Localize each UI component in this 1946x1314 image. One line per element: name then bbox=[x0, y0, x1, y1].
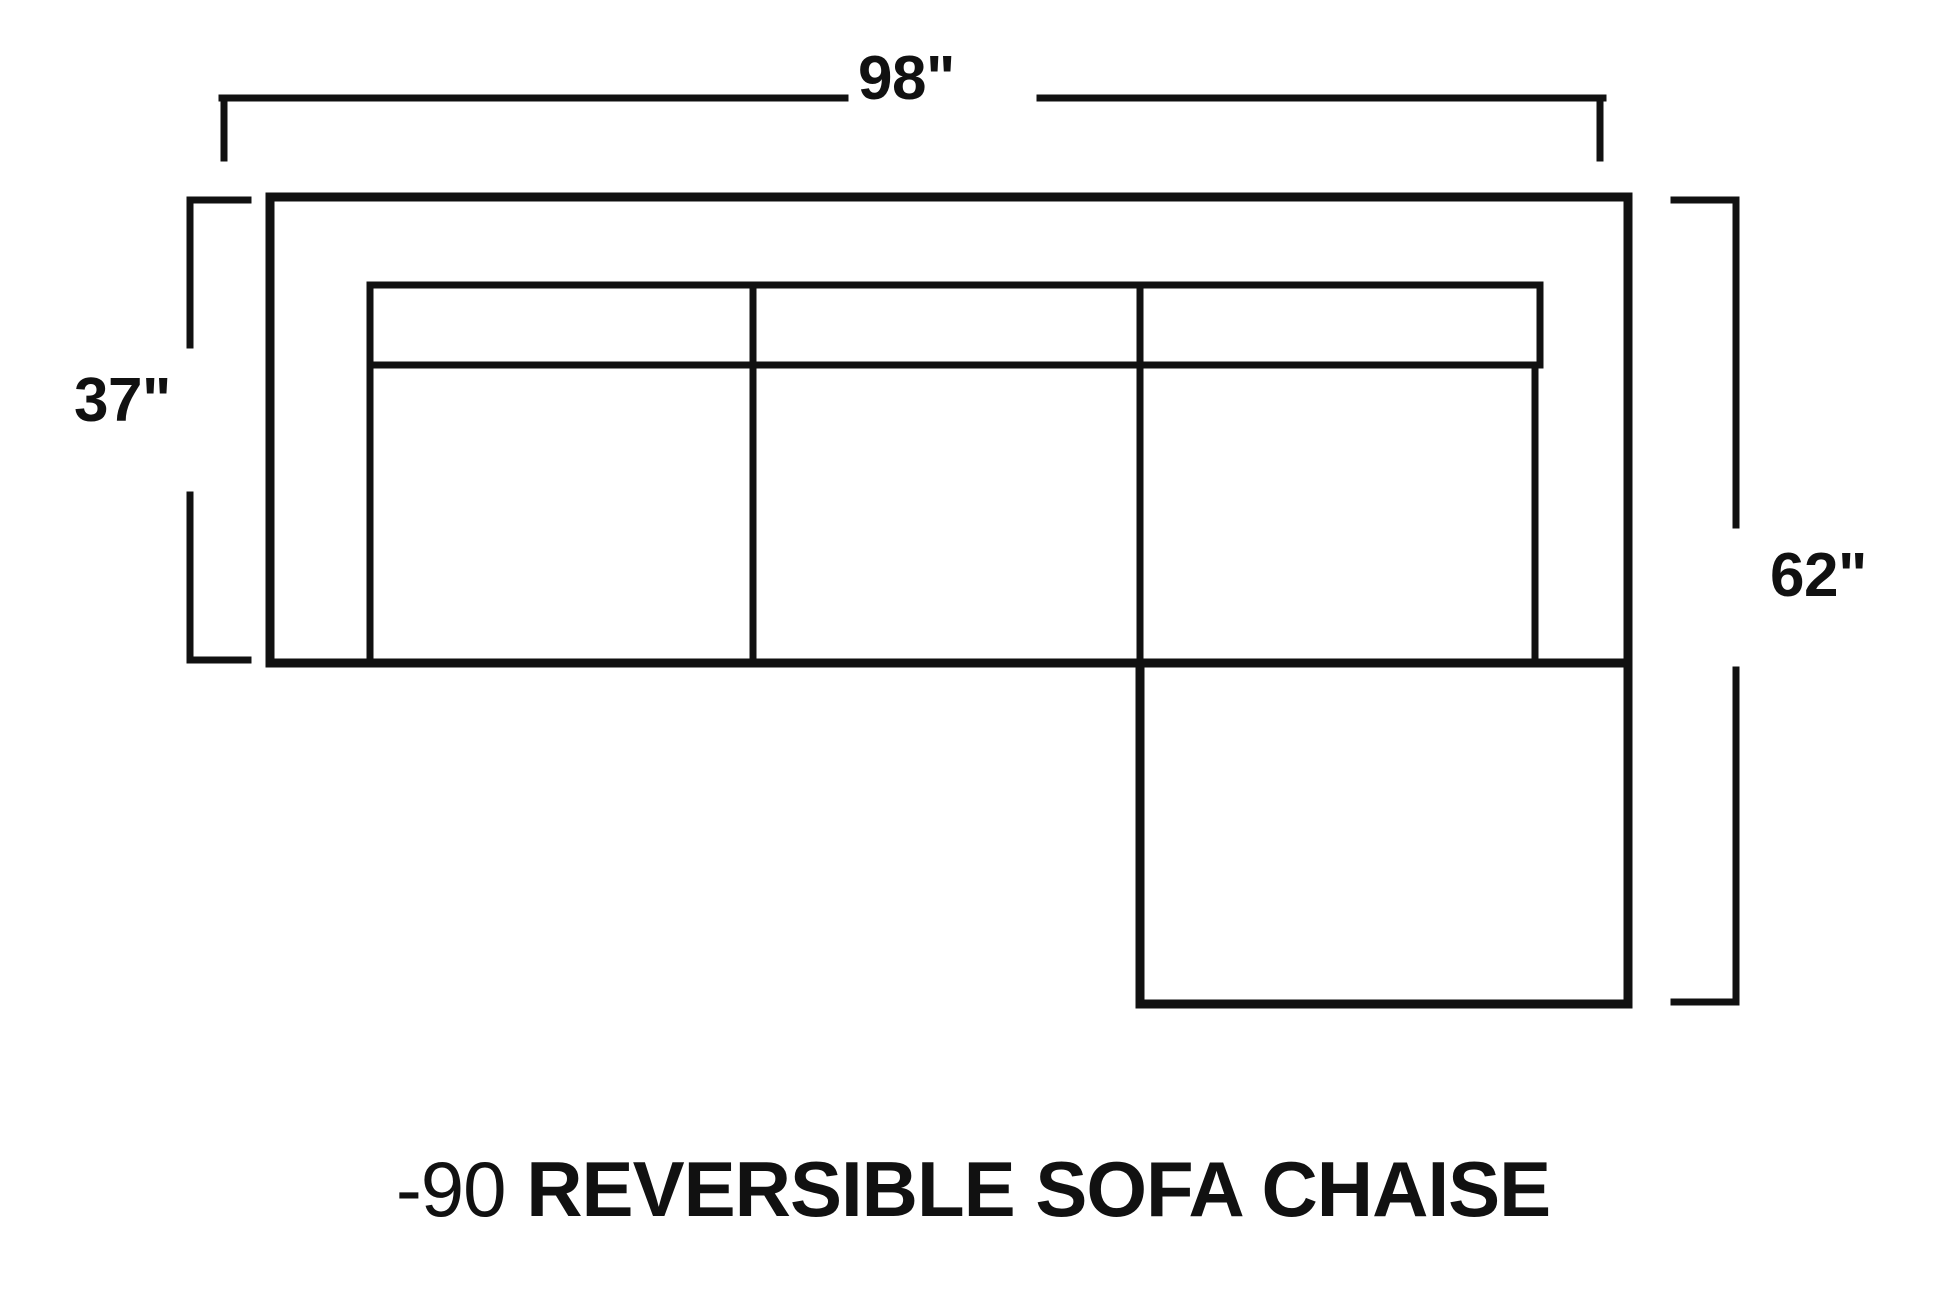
back-rail-outline bbox=[366, 281, 1544, 369]
product-sku: -90 bbox=[395, 1145, 527, 1233]
product-caption: -90 REVERSIBLE SOFA CHAISE bbox=[0, 1150, 1946, 1228]
dimension-line-overall-depth bbox=[1670, 196, 1740, 1006]
back-rail bbox=[366, 281, 1544, 369]
seat-cushion-dividers bbox=[366, 285, 1539, 663]
dimension-label-overall-depth: 62" bbox=[1770, 541, 1867, 610]
product-name: REVERSIBLE SOFA CHAISE bbox=[526, 1145, 1551, 1233]
dimension-label-width: 98" bbox=[858, 44, 955, 113]
dimension-line-seat-depth bbox=[186, 196, 252, 664]
dimension-line-width bbox=[218, 94, 1607, 162]
sofa-body-outline bbox=[265, 192, 1633, 668]
chaise-extension-outline bbox=[1135, 663, 1633, 1009]
dimension-label-seat-depth: 37" bbox=[74, 366, 171, 435]
